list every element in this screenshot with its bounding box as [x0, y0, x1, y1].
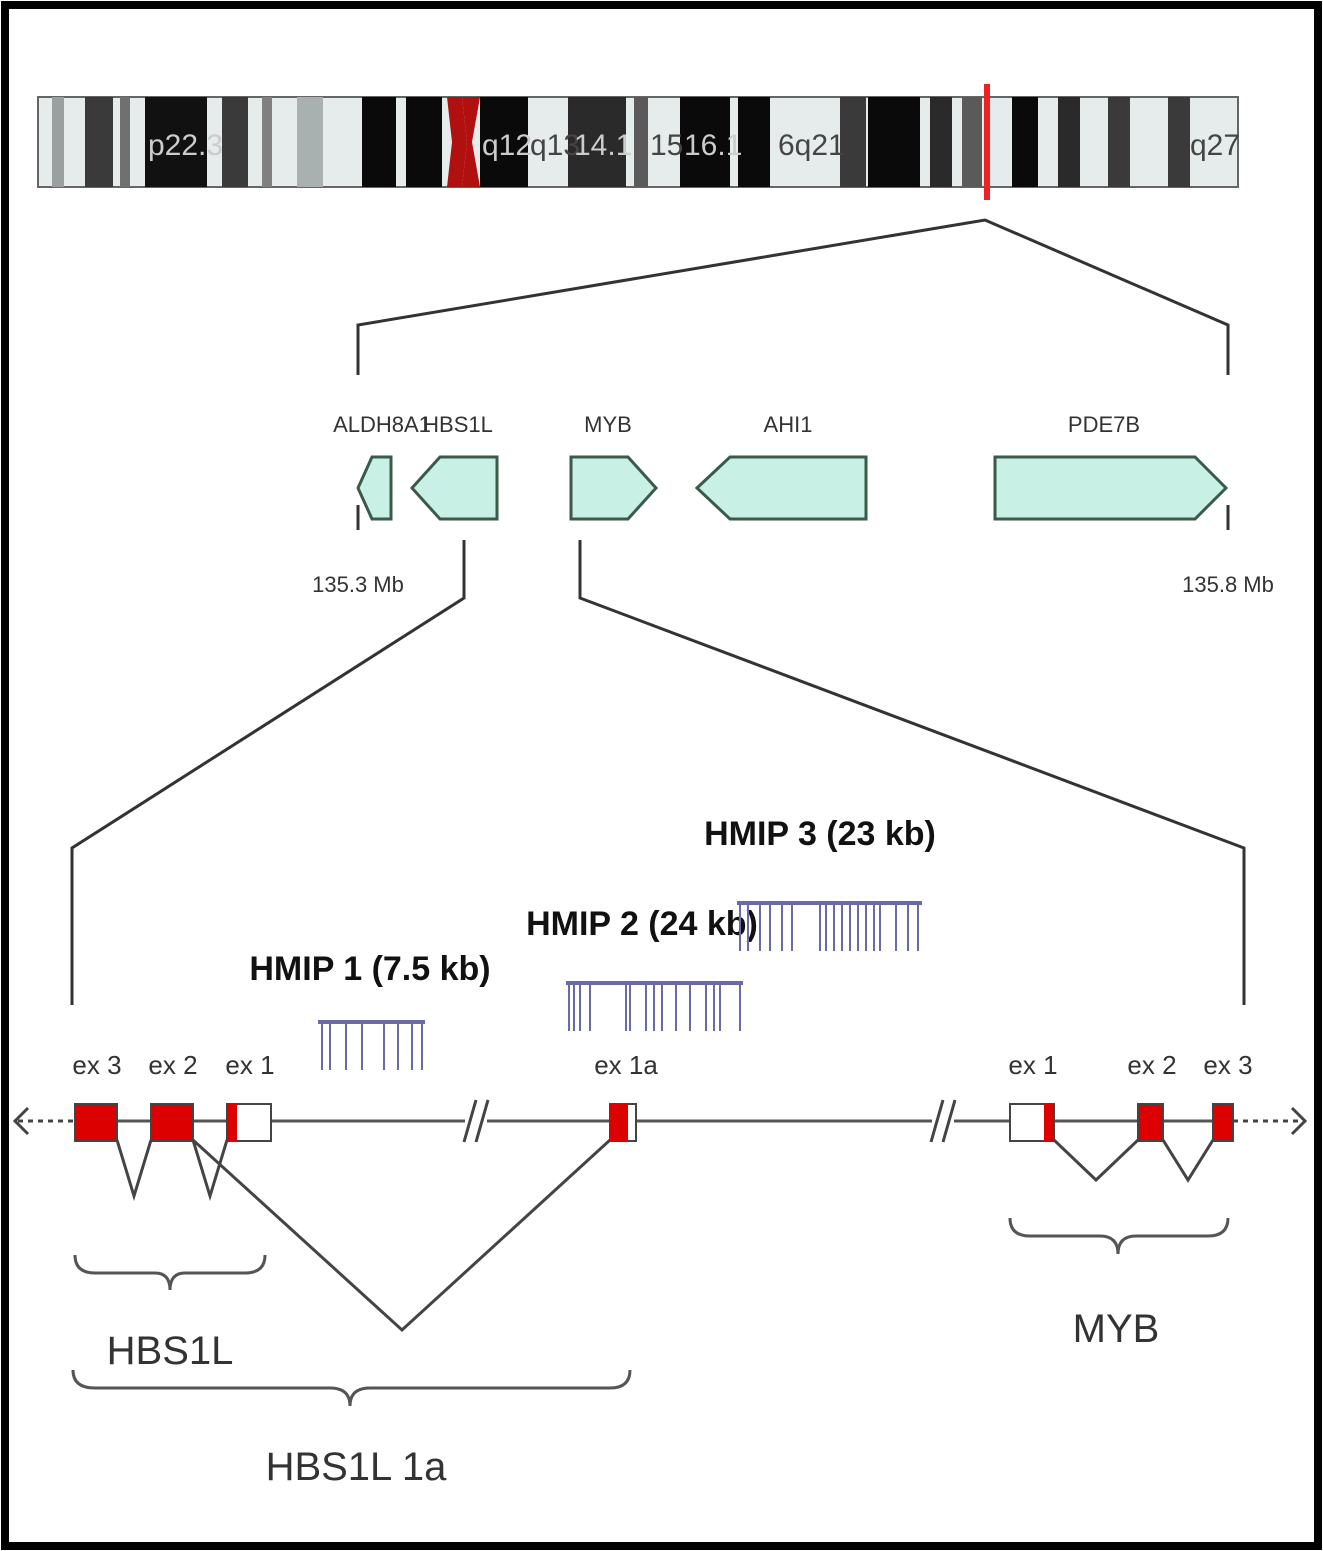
exon-label: ex 1 — [225, 1050, 274, 1080]
gene-label: PDE7B — [1068, 412, 1140, 437]
band-label: q13 — [530, 129, 580, 162]
band-label: 16.1 — [684, 129, 742, 162]
exon-hbs1l-ex2 — [151, 1104, 193, 1141]
exon-label: ex 2 — [148, 1050, 197, 1080]
region-start-coord: 135.3 Mb — [312, 572, 404, 597]
exon-myb-ex2 — [1138, 1104, 1163, 1141]
exon-label: ex 1 — [1008, 1050, 1057, 1080]
exon-label: ex 2 — [1127, 1050, 1176, 1080]
gene-arrow-pde7b — [995, 457, 1226, 519]
gene-label: ALDH8A1 — [333, 412, 431, 437]
hmip-label: HMIP 3 (23 kb) — [704, 815, 936, 853]
band-label: 6q21 — [778, 129, 845, 162]
gene-region — [358, 457, 1228, 530]
brace-label: HBS1L 1a — [266, 1445, 448, 1489]
gene-arrow-ahi1 — [697, 457, 866, 519]
hmip-label: HMIP 2 (24 kb) — [526, 905, 758, 943]
region-end-coord: 135.8 Mb — [1182, 572, 1274, 597]
exon-label: ex 3 — [72, 1050, 121, 1080]
band-label: 14.1 — [574, 129, 632, 162]
brace-label: MYB — [1073, 1307, 1160, 1351]
gene-label: HBS1L — [423, 412, 493, 437]
brace-label: HBS1L — [107, 1329, 234, 1373]
gene-label: AHI1 — [764, 412, 813, 437]
exon-label: ex 1a — [594, 1050, 658, 1080]
hmip-label: HMIP 1 (7.5 kb) — [249, 950, 490, 988]
exon-hbs1l-ex3 — [75, 1104, 117, 1141]
band-label: p22.3 — [148, 129, 223, 162]
band-label: q12 — [482, 129, 532, 162]
band-label: 15 — [650, 129, 683, 162]
band-label: q27 — [1190, 129, 1240, 162]
gene-label: MYB — [584, 412, 632, 437]
exon-myb-ex3 — [1213, 1104, 1233, 1141]
locus-marker — [984, 84, 990, 200]
exon-label: ex 3 — [1203, 1050, 1252, 1080]
